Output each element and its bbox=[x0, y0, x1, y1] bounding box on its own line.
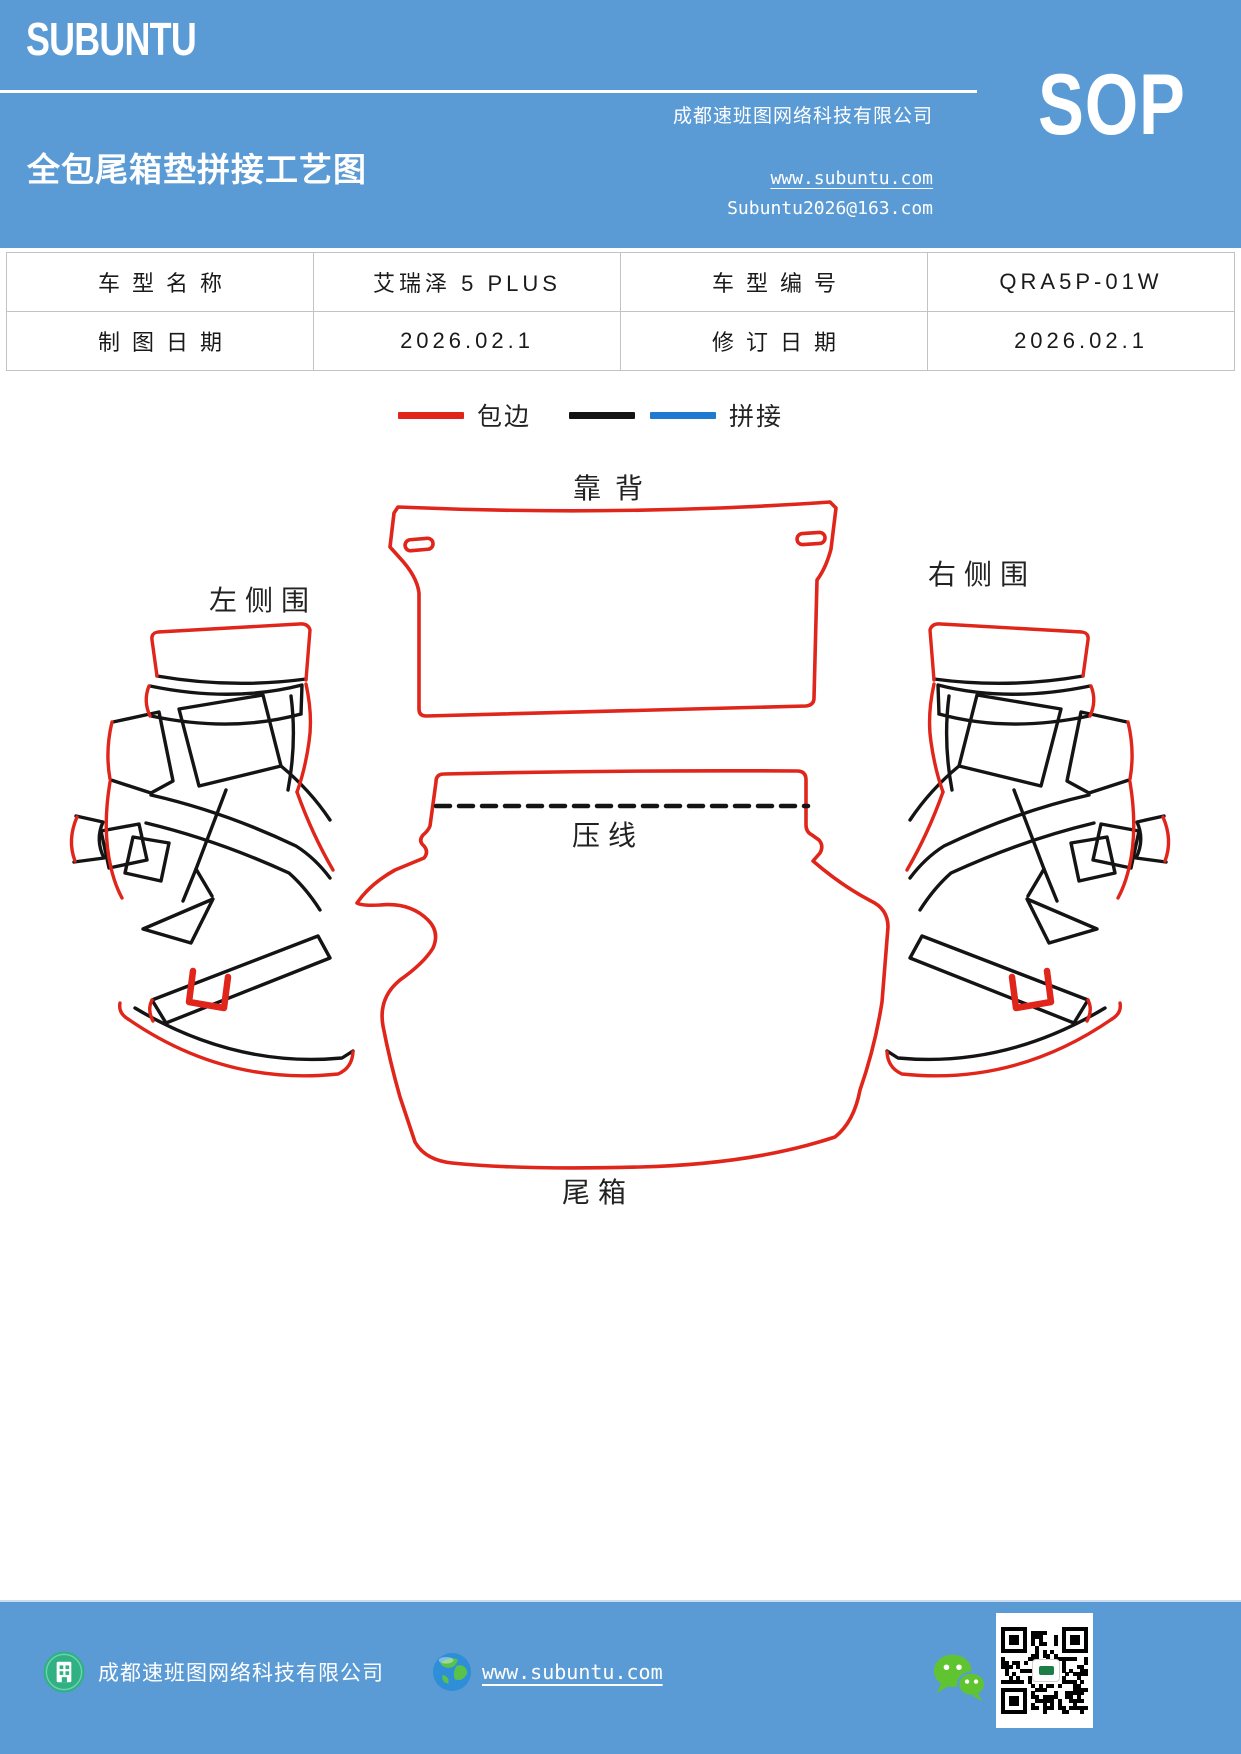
header-banner: SUBUNTU 全包尾箱垫拼接工艺图 成都速班图网络科技有限公司 www.sub… bbox=[0, 0, 1241, 248]
draw-date-label: 制图日期 bbox=[6, 311, 314, 371]
vehicle-info-table: 车型名称 艾瑞泽 5 PLUS 车型编号 QRA5P-01W 制图日期 2026… bbox=[6, 252, 1235, 371]
backrest-outline bbox=[388, 500, 838, 718]
trunk-outline bbox=[355, 769, 890, 1170]
building-icon bbox=[43, 1651, 85, 1693]
left-side-piece bbox=[69, 622, 355, 1078]
model-code-label: 车型编号 bbox=[620, 252, 928, 312]
left-side-label: 左侧围 bbox=[209, 585, 317, 617]
footer-banner: 成都速班图网络科技有限公司 www.subuntu.com bbox=[0, 1600, 1241, 1754]
sop-badge: SOP bbox=[1038, 57, 1186, 153]
handle-slot bbox=[185, 967, 232, 1012]
binding-line-swatch bbox=[398, 411, 464, 419]
model-code-value: QRA5P-01W bbox=[927, 252, 1235, 312]
press-line-label: 压线 bbox=[572, 820, 644, 852]
brand-logo: SUBUNTU bbox=[26, 13, 197, 65]
qr-finder-top-left bbox=[1001, 1627, 1027, 1653]
footer-company-group: 成都速班图网络科技有限公司 bbox=[42, 1650, 384, 1694]
footer-website-group: www.subuntu.com bbox=[430, 1650, 677, 1694]
backrest-piece bbox=[388, 500, 838, 718]
draw-date-value: 2026.02.1 bbox=[313, 311, 621, 371]
qr-center-logo bbox=[1032, 1659, 1060, 1682]
side-piece-binding-edges bbox=[69, 622, 355, 1078]
splice-black-swatch bbox=[569, 411, 636, 419]
backrest-label: 靠背 bbox=[573, 473, 657, 505]
trunk-label: 尾箱 bbox=[562, 1177, 634, 1209]
legend: 包边 拼接 bbox=[398, 400, 784, 431]
splice-blue-swatch bbox=[650, 411, 717, 419]
qr-finder-bottom-left bbox=[1001, 1688, 1027, 1714]
header-company-name: 成都速班图网络科技有限公司 bbox=[672, 106, 933, 127]
qr-pattern bbox=[1001, 1627, 1089, 1715]
trunk-piece bbox=[355, 769, 890, 1170]
wechat-icon bbox=[933, 1654, 987, 1702]
header-divider-line bbox=[0, 90, 977, 93]
header-email: Subuntu2026@163.com bbox=[727, 198, 933, 219]
globe-icon bbox=[432, 1652, 472, 1692]
backrest-slot-left bbox=[403, 536, 435, 553]
right-side-piece bbox=[887, 624, 1169, 1076]
document-title: 全包尾箱垫拼接工艺图 bbox=[27, 153, 367, 189]
footer-company-name: 成都速班图网络科技有限公司 bbox=[98, 1661, 384, 1685]
revise-date-value: 2026.02.1 bbox=[927, 311, 1235, 371]
table-row: 制图日期 2026.02.1 修订日期 2026.02.1 bbox=[6, 311, 1235, 371]
qr-finder-top-right bbox=[1062, 1627, 1088, 1653]
binding-label: 包边 bbox=[477, 404, 532, 431]
revise-date-label: 修订日期 bbox=[620, 311, 928, 371]
header-website-link[interactable]: www.subuntu.com bbox=[770, 168, 933, 189]
right-side-label: 右侧围 bbox=[928, 559, 1036, 591]
side-piece-seams bbox=[72, 674, 355, 1062]
model-name-value: 艾瑞泽 5 PLUS bbox=[313, 252, 621, 312]
footer-website-link[interactable]: www.subuntu.com bbox=[482, 1660, 663, 1684]
backrest-slot-right bbox=[795, 530, 827, 547]
table-row: 车型名称 艾瑞泽 5 PLUS 车型编号 QRA5P-01W bbox=[6, 252, 1235, 312]
qr-code bbox=[996, 1613, 1093, 1728]
splice-label: 拼接 bbox=[729, 404, 784, 431]
model-name-label: 车型名称 bbox=[6, 252, 314, 312]
